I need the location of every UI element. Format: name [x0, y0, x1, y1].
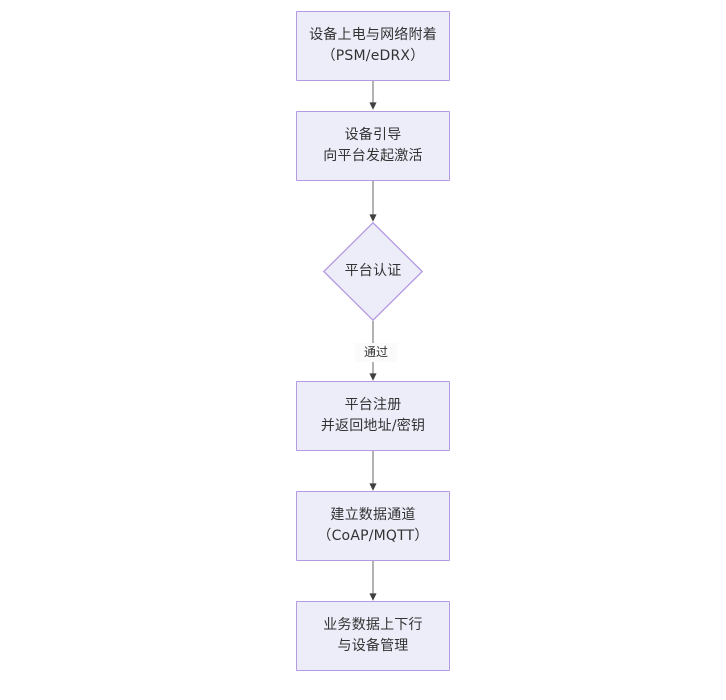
edge-label-pass-text: 通过: [363, 345, 388, 359]
node-platform-register-line2: 并返回地址/密钥: [320, 418, 426, 434]
node-service-data-line2: 与设备管理: [337, 638, 409, 654]
node-data-channel[interactable]: 建立数据通道 （CoAP/MQTT）: [296, 491, 450, 561]
node-platform-register[interactable]: 平台注册 并返回地址/密钥: [296, 381, 450, 451]
node-data-channel-line2: （CoAP/MQTT）: [317, 528, 429, 544]
node-data-channel-line1: 建立数据通道: [330, 507, 416, 523]
node-device-power-on-line2: （PSM/eDRX）: [321, 48, 425, 64]
node-platform-auth[interactable]: 平台认证: [323, 222, 423, 321]
node-platform-auth-label: 平台认证: [344, 263, 402, 279]
node-device-bootstrap-line2: 向平台发起激活: [323, 148, 423, 164]
node-service-data-line1: 业务数据上下行: [323, 617, 423, 633]
node-device-bootstrap[interactable]: 设备引导 向平台发起激活: [296, 111, 450, 181]
node-service-data[interactable]: 业务数据上下行 与设备管理: [296, 601, 450, 671]
diamond-shape: [323, 222, 423, 321]
node-device-bootstrap-line1: 设备引导: [344, 127, 402, 143]
node-device-power-on[interactable]: 设备上电与网络附着 （PSM/eDRX）: [296, 11, 450, 81]
edge-label-pass: 通过: [355, 343, 397, 362]
node-device-power-on-line1: 设备上电与网络附着: [309, 27, 437, 43]
node-platform-register-line1: 平台注册: [344, 397, 402, 413]
